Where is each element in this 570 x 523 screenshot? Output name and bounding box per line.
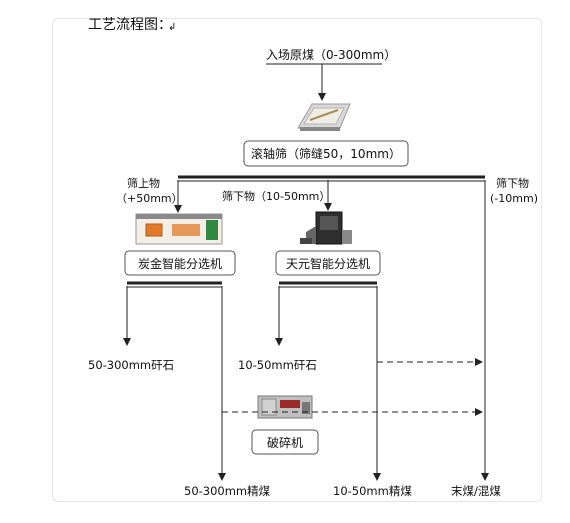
crusher-label: 破碎机 — [267, 435, 303, 450]
oversize-size-label: （+50mm） — [116, 192, 183, 205]
mid-gangue-output: 10-50mm矸石 — [238, 358, 317, 372]
roller-screen-machine-image — [297, 103, 351, 131]
undersize-label: 筛下物 — [496, 176, 529, 190]
oversize-label: 筛上物 — [127, 176, 160, 190]
roller-screen-box — [243, 140, 409, 167]
left-clean-coal-output: 50-300mm精煤 — [184, 484, 271, 498]
right-separator-box — [275, 250, 381, 276]
right-separator-label: 天元智能分选机 — [286, 256, 370, 271]
mid-clean-coal-output: 10-50mm精煤 — [333, 484, 412, 498]
return-mark-icon: ↲ — [168, 22, 176, 33]
raw-coal-label: 入场原煤（0-300mm） — [266, 48, 396, 62]
fine-coal-output: 末煤/混煤 — [451, 484, 501, 498]
left-gangue-output: 50-300mm矸石 — [88, 358, 174, 372]
left-separator-machine-image — [135, 213, 223, 245]
page-heading: 工艺流程图： — [88, 17, 172, 33]
crusher-machine-image — [257, 395, 313, 419]
middle-fraction-label: 筛下物（10-50mm） — [222, 189, 330, 203]
left-separator-box — [124, 250, 236, 276]
undersize-size-label: (-10mm) — [490, 192, 538, 205]
right-separator-machine-image — [300, 211, 352, 245]
crusher-box — [251, 429, 319, 455]
roller-screen-label: 滚轴筛（筛缝50，10mm） — [251, 146, 401, 161]
left-separator-label: 炭金智能分选机 — [138, 256, 222, 271]
